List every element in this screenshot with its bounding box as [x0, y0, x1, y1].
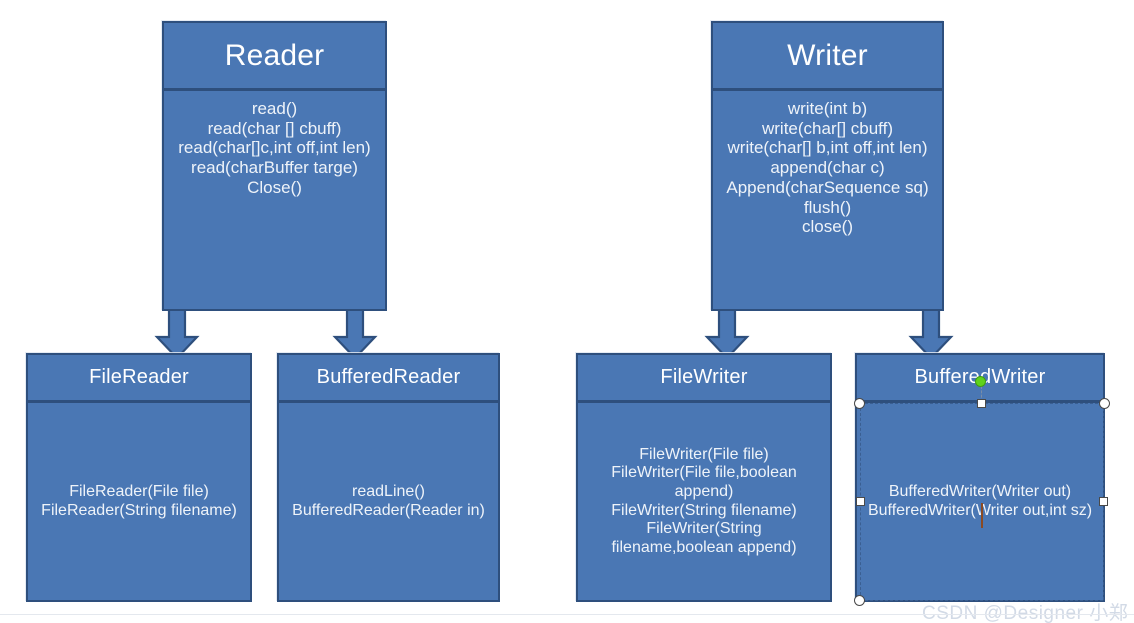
- class-members-area-bufferedwriter[interactable]: BufferedWriter(Writer out) BufferedWrite…: [857, 403, 1103, 600]
- class-members-reader: read() read(char [] cbuff) read(char[]c,…: [178, 99, 371, 197]
- class-title-filereader: FileReader: [28, 355, 250, 403]
- class-box-bufferedwriter[interactable]: BufferedWriter BufferedWriter(Writer out…: [855, 353, 1105, 602]
- resize-handle-bottom-left[interactable]: [854, 595, 865, 606]
- class-members-bufferedreader: readLine() BufferedReader(Reader in): [292, 482, 485, 519]
- class-members-area-bufferedreader: readLine() BufferedReader(Reader in): [279, 403, 498, 600]
- watermark-text: CSDN @Designer 小郑: [922, 603, 1129, 623]
- resize-handle-top-left[interactable]: [854, 398, 865, 409]
- text-caret: [981, 503, 983, 528]
- class-title-filewriter: FileWriter: [578, 355, 830, 403]
- class-title-bufferedreader: BufferedReader: [279, 355, 498, 403]
- class-box-filereader[interactable]: FileReader FileReader(File file) FileRea…: [26, 353, 252, 602]
- class-members-area-filereader: FileReader(File file) FileReader(String …: [28, 403, 250, 600]
- resize-handle-top-center[interactable]: [977, 399, 986, 408]
- class-members-bufferedwriter: BufferedWriter(Writer out) BufferedWrite…: [867, 482, 1093, 519]
- class-box-filewriter[interactable]: FileWriter FileWriter(File file) FileWri…: [576, 353, 832, 602]
- canvas-bottom-divider: [0, 614, 1134, 615]
- class-members-area-writer: write(int b) write(char[] cbuff) write(c…: [713, 91, 942, 309]
- resize-handle-middle-left[interactable]: [856, 497, 865, 506]
- class-title-reader: Reader: [164, 23, 385, 91]
- rotate-handle-stem: [981, 386, 982, 402]
- selection-outline-bottom: [860, 600, 1103, 601]
- resize-handle-top-right[interactable]: [1099, 398, 1110, 409]
- resize-handle-middle-right[interactable]: [1099, 497, 1108, 506]
- class-box-reader[interactable]: Reader read() read(char [] cbuff) read(c…: [162, 21, 387, 311]
- class-members-area-filewriter: FileWriter(File file) FileWriter(File fi…: [578, 403, 830, 600]
- rotate-handle[interactable]: [975, 376, 986, 387]
- class-members-filereader: FileReader(File file) FileReader(String …: [41, 482, 237, 519]
- class-members-area-reader: read() read(char [] cbuff) read(char[]c,…: [164, 91, 385, 309]
- class-box-writer[interactable]: Writer write(int b) write(char[] cbuff) …: [711, 21, 944, 311]
- class-box-bufferedreader[interactable]: BufferedReader readLine() BufferedReader…: [277, 353, 500, 602]
- class-title-writer: Writer: [713, 23, 942, 91]
- class-members-filewriter: FileWriter(File file) FileWriter(File fi…: [611, 445, 797, 556]
- class-members-writer: write(int b) write(char[] cbuff) write(c…: [726, 99, 929, 237]
